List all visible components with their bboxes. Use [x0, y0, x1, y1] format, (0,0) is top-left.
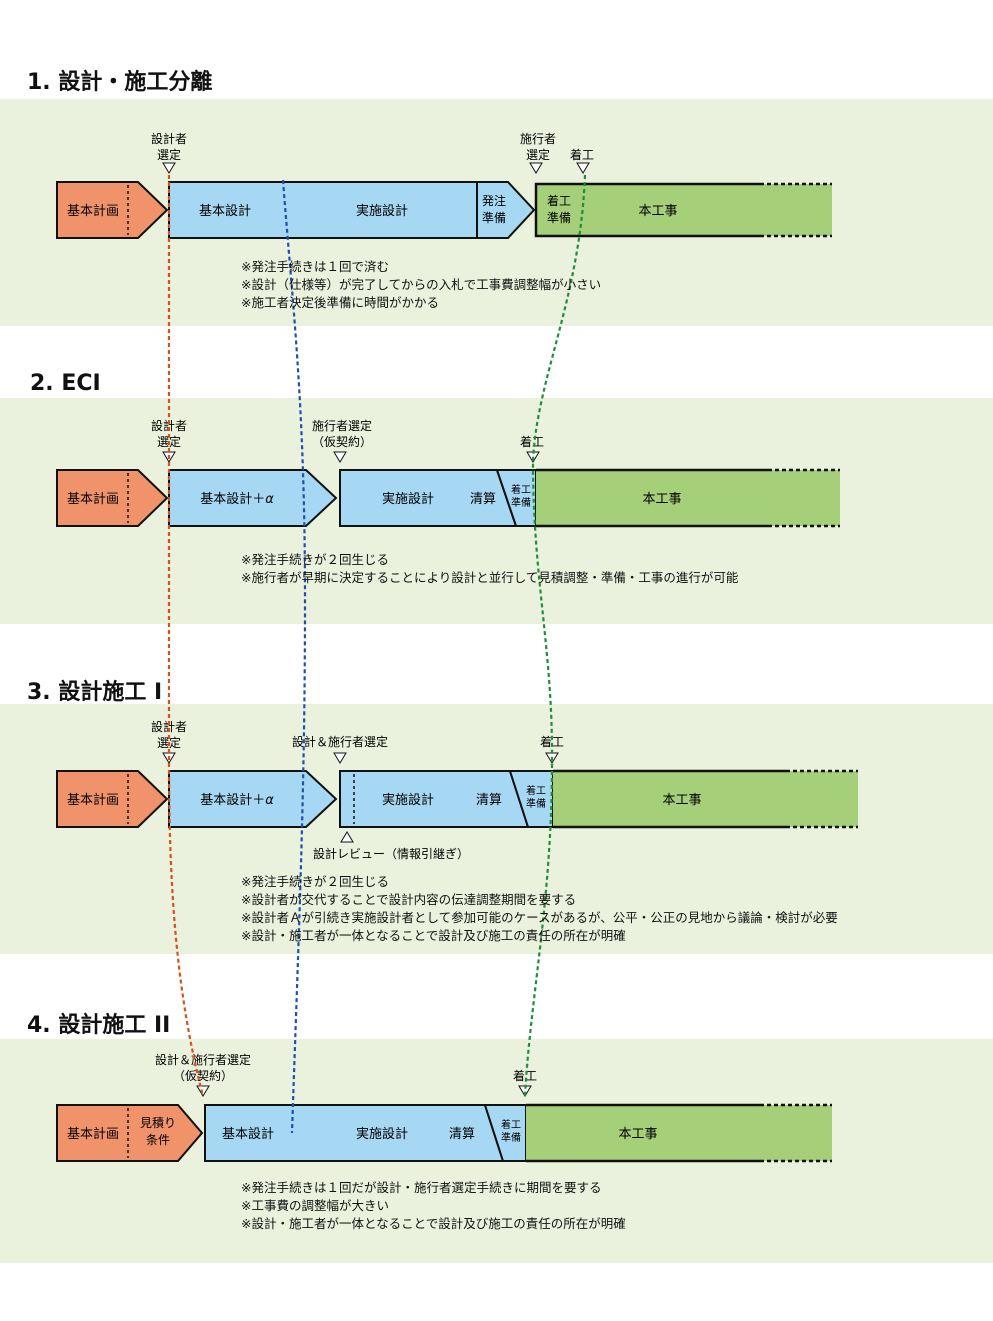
s4-contractor-select-marker-label-2: （仮契約） — [173, 1068, 233, 1083]
s4-detailed-design-label: 実施設計 — [356, 1126, 408, 1142]
s2-designer-select-marker-label-1: 設計者 — [151, 418, 187, 433]
s3-main-work-shape — [553, 771, 858, 827]
s4-note-1: ※発注手続きは１回だが設計・施行者選定手続きに期間を要する — [241, 1180, 602, 1195]
s1-order-prep-label-2: 準備 — [482, 210, 506, 225]
s3-start-prep-label-2: 準備 — [526, 797, 546, 810]
s1-note-2: ※設計（仕様等）が完了してからの入札で工事費調整幅が小さい — [241, 277, 602, 292]
section-2-diagram: 設計者 選定 施行者選定 （仮契約） 着工 基本計画 基本設計＋α 実施設計 清… — [56, 418, 840, 528]
s1-start-prep-label-2: 準備 — [547, 210, 571, 225]
s4-start-prep-label-2: 準備 — [501, 1131, 521, 1144]
s1-designer-select-triangle — [162, 162, 176, 174]
section-1-title: 1. 設計・施工分離 — [27, 70, 213, 95]
s3-main-work-label: 本工事 — [662, 793, 701, 808]
s2-settlement-label: 清算 — [470, 492, 496, 507]
start-connector-line — [523, 174, 587, 1097]
s3-detailed-design-label: 実施設計 — [382, 792, 434, 808]
s1-start-marker-label: 着工 — [570, 147, 594, 162]
s3-start-prep-label-1: 着工 — [526, 784, 546, 797]
s1-detailed-design-label: 実施設計 — [356, 203, 408, 219]
s1-main-work-label: 本工事 — [638, 204, 677, 219]
s2-note-2: ※施行者が早期に決定することにより設計と並行して見積調整・準備・工事の進行が可能 — [241, 570, 739, 585]
section-1-diagram: 設計者 選定 施行者 選定 着工 基本計画 基本設計 実施設計 発注 準備 着工… — [56, 131, 832, 239]
s1-contractor-select-marker-label-1: 施行者 — [520, 132, 556, 146]
s4-basic-plan-shape — [56, 1104, 204, 1162]
s3-designer-select-marker-label-1: 設計者 — [151, 719, 187, 734]
s3-note-4: ※設計・施工者が一体となることで設計及び施工の責任の所在が明確 — [241, 928, 626, 943]
s2-main-work-shape — [536, 470, 840, 526]
s1-main-work-shape — [536, 184, 832, 236]
s2-basic-design-shape — [168, 469, 338, 527]
s2-contractor-select-triangle — [333, 451, 347, 463]
s3-note-1: ※発注手続きが２回生じる — [241, 874, 389, 889]
s4-start-marker-label: 着工 — [513, 1068, 537, 1083]
s3-note-2: ※設計者が交代することで設計内容の伝達調整期間を要する — [241, 892, 577, 907]
s3-basic-design-shape — [168, 770, 338, 828]
s3-basic-plan-label: 基本計画 — [67, 792, 119, 808]
s3-basic-design-label-text: 基本設計＋α — [200, 792, 274, 808]
s4-estimate-label-1: 見積り — [140, 1115, 176, 1130]
s3-review-triangle — [340, 831, 354, 843]
basic-design-end-connector-line — [281, 179, 307, 1134]
section-1-notes: ※発注手続きは１回で済む ※設計（仕様等）が完了してからの入札で工事費調整幅が小… — [241, 258, 601, 312]
s1-contractor-select-triangle — [529, 162, 543, 174]
section-2-title: 2. ECI — [30, 371, 101, 396]
s4-main-work-shape — [526, 1105, 832, 1161]
s2-contractor-select-marker-label-1: 施行者選定 — [312, 418, 372, 433]
s3-contractor-select-marker-label: 設計＆施行者選定 — [292, 734, 388, 749]
s4-basic-design-label: 基本設計 — [222, 1126, 274, 1142]
s2-start-prep-label-2: 準備 — [511, 496, 531, 509]
s2-main-work-label: 本工事 — [642, 492, 681, 507]
s4-note-3: ※設計・施工者が一体となることで設計及び施工の責任の所在が明確 — [241, 1216, 626, 1231]
s1-basic-design-label: 基本設計 — [199, 203, 251, 219]
s3-alpha-label: α — [265, 793, 274, 808]
s1-designer-select-marker-label-2: 選定 — [157, 147, 181, 162]
s4-estimate-label-2: 条件 — [146, 1133, 170, 1147]
s3-note-3: ※設計者Ａが引続き実施設計者として参加可能のケースがあるが、公平・公正の見地から… — [241, 910, 838, 925]
s2-basic-plan-shape — [56, 469, 169, 527]
s2-contractor-select-marker-label-2: （仮契約） — [312, 434, 372, 449]
s1-contractor-select-marker-label-2: 選定 — [526, 147, 550, 162]
s1-note-3: ※施工者決定後準備に時間がかかる — [241, 295, 439, 310]
s4-main-work-label: 本工事 — [618, 1127, 657, 1142]
section-2-notes: ※発注手続きが２回生じる ※施行者が早期に決定することにより設計と並行して見積調… — [241, 551, 738, 587]
s2-basic-design-label: 基本設計＋ — [200, 491, 265, 507]
s1-order-prep-label-1: 発注 — [482, 193, 506, 208]
s3-start-marker-label: 着工 — [540, 734, 564, 749]
s4-basic-plan-label: 基本計画 — [67, 1126, 119, 1142]
s2-alpha-label: α — [265, 492, 274, 507]
s1-start-prep-label-1: 着工 — [547, 193, 571, 208]
s3-contractor-select-triangle — [333, 752, 347, 764]
s1-order-prep-shape — [476, 181, 536, 239]
s4-contractor-select-marker-label-1: 設計＆施行者選定 — [155, 1052, 251, 1067]
s4-start-prep-label-1: 着工 — [501, 1118, 521, 1131]
s2-start-prep-label-1: 着工 — [511, 483, 531, 496]
s3-basic-plan-shape — [56, 770, 169, 828]
section-4-notes: ※発注手続きは１回だが設計・施行者選定手続きに期間を要する ※工事費の調整幅が大… — [241, 1179, 626, 1233]
s2-basic-plan-label: 基本計画 — [67, 491, 119, 507]
designer-select-connector-line — [167, 175, 205, 1097]
s1-basic-plan-label: 基本計画 — [67, 203, 119, 219]
section-3-diagram: 設計者 選定 設計＆施行者選定 着工 基本計画 基本設計＋α 実施設計 清算 着… — [56, 719, 858, 861]
section-4-diagram: 設計＆施行者選定 （仮契約） 着工 基本計画 見積り 条件 基本設計 実施設計 … — [56, 1052, 832, 1163]
s1-note-1: ※発注手続きは１回で済む — [241, 259, 389, 274]
s1-designer-select-marker-label-1: 設計者 — [151, 131, 187, 146]
s4-contractor-select-triangle — [196, 1085, 210, 1097]
section-3-notes: ※発注手続きが２回生じる ※設計者が交代することで設計内容の伝達調整期間を要する… — [241, 873, 838, 945]
s2-basic-design-label-text: 基本設計＋α — [200, 491, 274, 507]
s2-note-1: ※発注手続きが２回生じる — [241, 552, 389, 567]
s3-review-marker-label: 設計レビュー（情報引継ぎ） — [313, 846, 469, 861]
s2-start-marker-label: 着工 — [520, 434, 544, 449]
section-3-band — [0, 704, 993, 954]
s2-detailed-design-label: 実施設計 — [382, 491, 434, 507]
section-4-title: 4. 設計施工 II — [27, 1013, 171, 1038]
s3-basic-design-label: 基本設計＋ — [200, 792, 265, 808]
section-3-title: 3. 設計施工 I — [27, 680, 163, 705]
s1-basic-plan-shape — [56, 181, 169, 239]
s4-settlement-label: 清算 — [449, 1127, 475, 1142]
s1-start-triangle — [576, 162, 590, 174]
s3-settlement-label: 清算 — [476, 793, 502, 808]
s4-note-2: ※工事費の調整幅が大きい — [241, 1198, 389, 1213]
